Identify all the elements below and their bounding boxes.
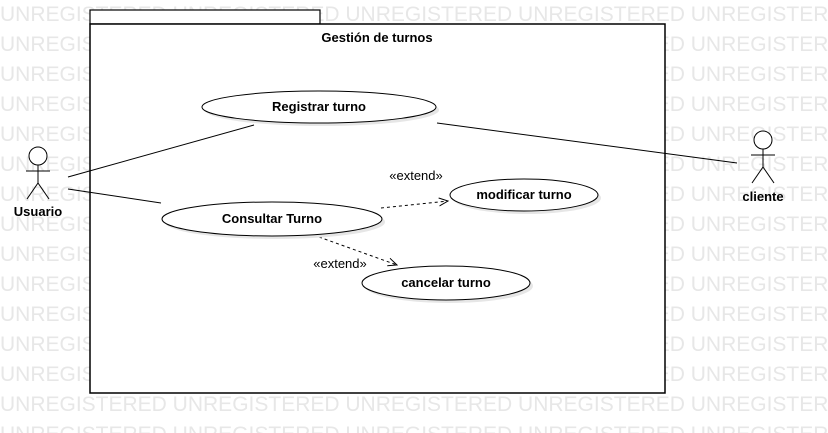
association-registrar-cliente bbox=[436, 122, 738, 164]
use-case-ellipse bbox=[361, 265, 531, 301]
extend-arrow-cancelar bbox=[318, 236, 397, 265]
use-case-label: Consultar Turno bbox=[222, 211, 322, 226]
watermark-text: UNREGISTERED UNREGISTERED UNREGISTERED U… bbox=[0, 393, 828, 416]
stick-figure-icon bbox=[751, 130, 775, 184]
extend-label-modificar: «extend» bbox=[389, 168, 443, 183]
system-title: Gestión de turnos bbox=[321, 30, 432, 45]
use-case-modificar-turno[interactable]: modificar turno bbox=[449, 178, 601, 214]
watermark-text: UNREGISTERED UNREGISTERED UNREGISTERED U… bbox=[0, 420, 828, 433]
use-case-label: cancelar turno bbox=[401, 275, 491, 290]
use-case-ellipse bbox=[201, 90, 437, 124]
stick-figure-icon bbox=[26, 146, 50, 200]
association-usuario-registrar bbox=[67, 124, 255, 178]
use-case-consultar-turno[interactable]: Consultar Turno bbox=[161, 201, 385, 239]
use-case-registrar-turno[interactable]: Registrar turno bbox=[201, 90, 439, 126]
use-case-cancelar-turno[interactable]: cancelar turno bbox=[361, 265, 533, 303]
use-case-label: modificar turno bbox=[476, 187, 571, 202]
use-case-ellipse bbox=[161, 201, 383, 237]
association-usuario-consultar bbox=[67, 188, 162, 204]
use-case-label: Registrar turno bbox=[272, 99, 366, 114]
actor-label: cliente bbox=[742, 189, 783, 204]
extend-arrow-modificar bbox=[380, 201, 448, 209]
extend-label-cancelar: «extend» bbox=[313, 256, 367, 271]
actor-cliente[interactable]: cliente bbox=[742, 130, 784, 204]
use-case-ellipse bbox=[449, 178, 599, 212]
package-tab bbox=[89, 9, 321, 25]
actor-label: Usuario bbox=[14, 204, 62, 219]
actor-usuario[interactable]: Usuario bbox=[14, 146, 62, 219]
